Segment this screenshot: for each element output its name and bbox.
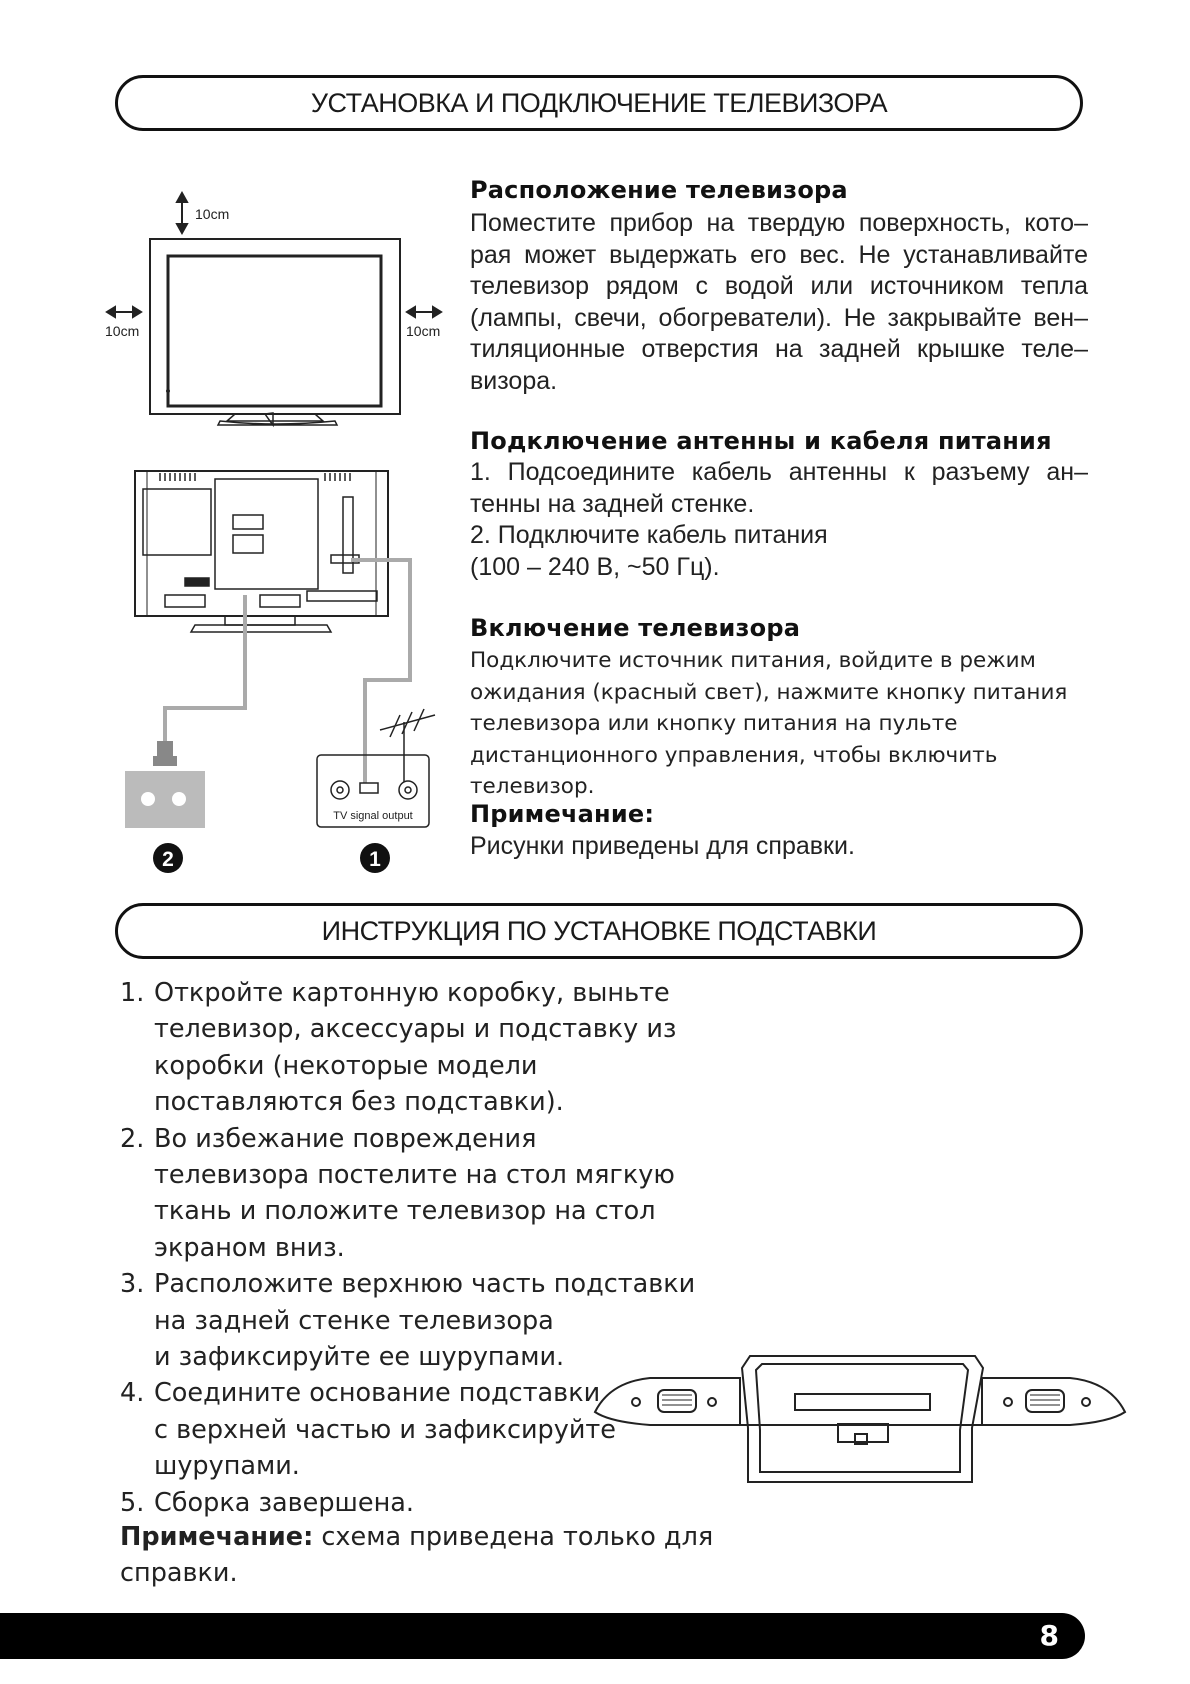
step-text: Сборка завершена. <box>154 1487 414 1518</box>
page-number: 8 <box>1039 1619 1059 1652</box>
step-number: 4. <box>120 1378 145 1409</box>
stand-note: Примечание: схема приведена только для с… <box>120 1519 720 1592</box>
note-heading: Примечание: <box>470 800 655 828</box>
stand-note-label: Примечание: <box>120 1522 314 1552</box>
clearance-left-label: 10cm <box>105 323 139 339</box>
stand-note-text: схема приведена только для справки. <box>120 1522 714 1589</box>
step-number: 5. <box>120 1487 145 1518</box>
stand-steps-list: 1. Откройте картонную коробку, выньте те… <box>120 975 700 1521</box>
marker-2-circle <box>153 843 183 873</box>
power-plug-head <box>153 756 177 766</box>
tv-front-drawing <box>149 238 401 428</box>
section-header-stand: ИНСТРУКЦИЯ ПО УСТАНОВКЕ ПОДСТАВКИ <box>115 903 1083 959</box>
installation-diagram: 10cm 10cm 10cm <box>105 190 443 873</box>
marker-2-label: 2 <box>162 848 174 871</box>
clearance-top-label: 10cm <box>195 206 229 222</box>
power-socket-hole <box>172 792 186 806</box>
step-number: 1. <box>120 978 145 1008</box>
step-text: Расположите верхнюю часть подставки на з… <box>154 1269 696 1373</box>
section-header-installation: УСТАНОВКА И ПОДКЛЮЧЕНИЕ ТЕЛЕВИЗОРА <box>115 75 1083 131</box>
tv-back-vents <box>159 473 351 481</box>
power-plug <box>157 741 173 759</box>
list-item: 2. Во избежание повреждения телевизора п… <box>120 1121 700 1267</box>
list-item: 3. Расположите верхнюю часть подставки н… <box>120 1266 700 1375</box>
list-item: 4. Соедините основание подставки с верхн… <box>120 1375 700 1484</box>
note-text: Рисунки приведены для справки. <box>470 832 855 860</box>
list-item: 1. Откройте картонную коробку, выньте те… <box>120 975 700 1121</box>
list-item: 5. Сборка завершена. <box>120 1485 700 1521</box>
tv-back-drawing <box>134 470 389 633</box>
power-on-heading: Включение телевизора <box>470 614 801 642</box>
placement-text: Поместите прибор на твердую поверхность,… <box>470 209 1088 395</box>
step-text: Во избежание повреждения телевизора пост… <box>154 1123 675 1263</box>
power-cable <box>163 595 247 743</box>
connection-text-1: 1. Подсоедините кабель антенны к разъему… <box>470 458 1088 518</box>
connection-text-3: (100 – 240 В, ~50 Гц). <box>470 553 720 581</box>
stand-diagram <box>593 1355 1127 1483</box>
connection-text-2: 2. Подключите кабель питания <box>470 521 828 549</box>
footer-bar: 8 <box>0 1613 1085 1659</box>
step-text: Откройте картонную коробку, выньте телев… <box>154 978 677 1118</box>
marker-1-label: 1 <box>369 848 381 871</box>
clearance-arrow-left <box>105 305 143 319</box>
section-title: УСТАНОВКА И ПОДКЛЮЧЕНИЕ ТЕЛЕВИЗОРА <box>310 87 888 118</box>
clearance-right-label: 10cm <box>406 323 440 339</box>
tv-signal-output-box <box>316 754 430 828</box>
section-title: ИНСТРУКЦИЯ ПО УСТАНОВКЕ ПОДСТАВКИ <box>321 915 877 946</box>
tv-signal-output-label: TV signal output <box>333 810 413 822</box>
power-on-text: Подключите источник питания, войдите в р… <box>470 648 1068 799</box>
clearance-arrow-right <box>405 305 443 319</box>
marker-1-circle <box>360 843 390 873</box>
step-number: 2. <box>120 1123 145 1154</box>
power-socket-hole <box>141 792 155 806</box>
step-text: Соедините основание подставки с верхней … <box>154 1378 616 1482</box>
step-number: 3. <box>120 1269 145 1300</box>
placement-heading: Расположение телевизора <box>470 176 848 204</box>
connection-heading: Подключение антенны и кабеля питания <box>470 427 1052 455</box>
antenna-cable <box>351 558 412 789</box>
clearance-arrow-top <box>175 190 189 236</box>
antenna-icon <box>379 708 436 782</box>
stand-speaker-grill <box>662 1394 1060 1406</box>
power-socket <box>125 771 205 828</box>
